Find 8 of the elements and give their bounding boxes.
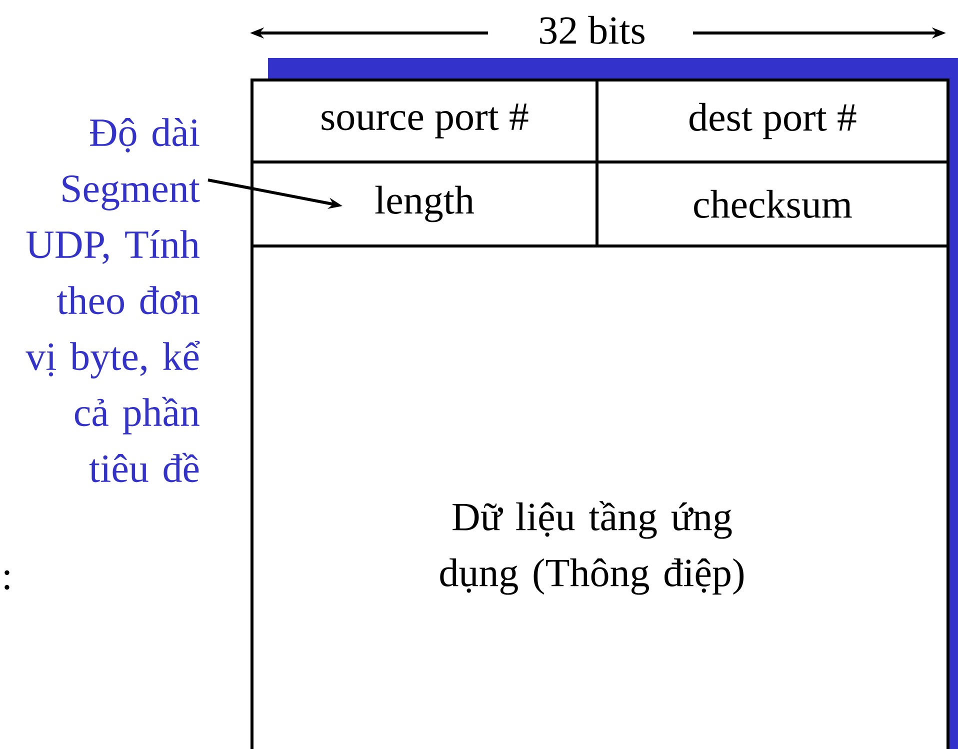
colon-mark: : (4, 570, 10, 590)
table-cell: length (250, 160, 598, 248)
table-cell: checksum (596, 160, 950, 248)
table-cell: source port # (250, 78, 598, 164)
table-cell: dest port # (596, 78, 950, 164)
annotation-text: Độ dài Segment UDP, Tính theo đơn vị byte, kể cả phần tiêu đề (26, 118, 200, 482)
data-cell: Dữ liệu tầng ứng dụng (Thông điệp) (250, 244, 950, 749)
dimension-label: 32 bits (540, 16, 644, 44)
